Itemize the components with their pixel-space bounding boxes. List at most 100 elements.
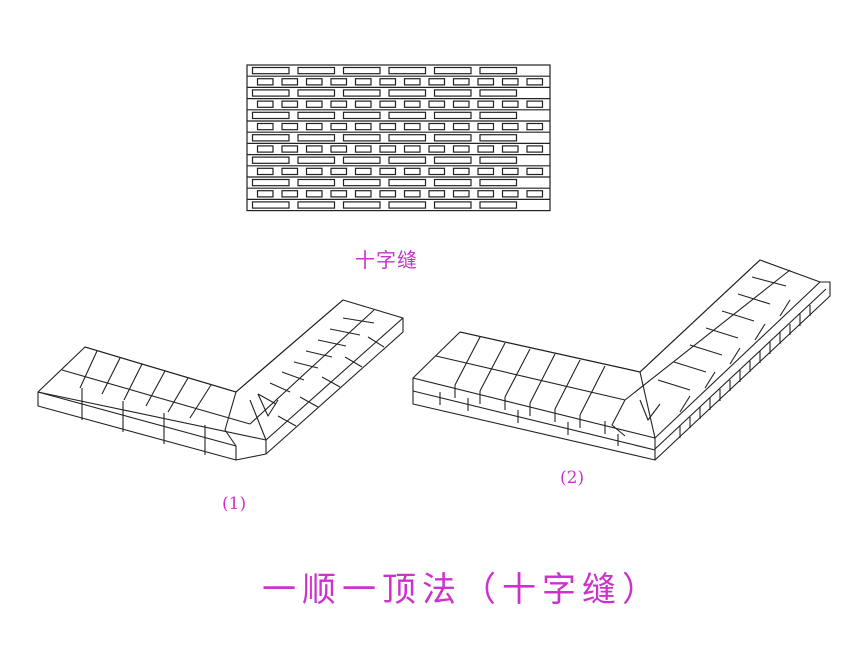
stretcher-brick (479, 89, 518, 97)
stretcher-brick (388, 156, 427, 164)
stretcher-brick (479, 156, 518, 164)
stretcher-brick (388, 201, 427, 209)
diagram-title: 一顺一顶法（十字缝） (262, 570, 662, 610)
header-brick (501, 145, 519, 153)
header-brick (281, 167, 299, 176)
header-brick (526, 122, 544, 131)
header-brick (428, 190, 446, 198)
header-brick (452, 167, 470, 176)
header-brick (526, 78, 544, 86)
stretcher-brick (297, 201, 336, 209)
header-brick (379, 100, 397, 108)
header-brick (305, 100, 323, 108)
header-brick (403, 122, 421, 131)
header-brick (428, 100, 446, 108)
header-brick (305, 145, 323, 153)
header-brick (452, 78, 470, 86)
stretcher-brick (479, 134, 518, 142)
header-brick (281, 145, 299, 153)
header-brick (477, 100, 495, 108)
stretcher-brick (388, 89, 427, 97)
header-brick (477, 78, 495, 86)
figure-1-caption: (1) (222, 494, 247, 514)
fig2-front-face (412, 378, 656, 461)
header-brick (452, 122, 470, 131)
elevation-caption: 十字缝 (355, 248, 418, 272)
stretcher-brick (388, 134, 427, 142)
header-brick (477, 145, 495, 153)
header-brick (354, 190, 372, 198)
stretcher-brick (433, 178, 472, 187)
header-brick (477, 190, 495, 198)
header-brick (330, 122, 348, 131)
stretcher-brick (251, 89, 290, 97)
header-brick (354, 78, 372, 86)
header-brick (330, 100, 348, 108)
header-brick (330, 167, 348, 176)
stretcher-brick (433, 201, 472, 209)
stretcher-brick (479, 201, 518, 209)
header-brick (379, 167, 397, 176)
header-brick (379, 78, 397, 86)
header-brick (256, 190, 274, 198)
fig1-side-face (235, 318, 404, 461)
header-brick (501, 100, 519, 108)
stretcher-brick (297, 111, 336, 120)
header-brick (330, 145, 348, 153)
header-brick (403, 145, 421, 153)
header-brick (379, 190, 397, 198)
header-brick (501, 190, 519, 198)
header-brick (281, 122, 299, 131)
stretcher-brick (479, 66, 518, 75)
fig2-side-face (654, 281, 831, 461)
header-brick (305, 167, 323, 176)
header-brick (256, 78, 274, 86)
header-brick (305, 190, 323, 198)
stretcher-brick (297, 134, 336, 142)
stretcher-brick (297, 66, 336, 75)
header-brick (452, 100, 470, 108)
header-brick (305, 122, 323, 131)
header-brick (428, 122, 446, 131)
stretcher-brick (342, 89, 381, 97)
header-brick (379, 145, 397, 153)
stretcher-brick (433, 156, 472, 164)
header-brick (330, 190, 348, 198)
header-brick (354, 167, 372, 176)
stretcher-brick (433, 66, 472, 75)
header-brick (501, 78, 519, 86)
stretcher-brick (388, 66, 427, 75)
figure-2-caption: (2) (560, 468, 585, 488)
header-brick (501, 122, 519, 131)
header-brick (526, 190, 544, 198)
stretcher-brick (251, 111, 290, 120)
stretcher-brick (297, 156, 336, 164)
stretcher-brick (479, 111, 518, 120)
elevation-outline (246, 64, 551, 212)
header-brick (403, 167, 421, 176)
header-brick (281, 190, 299, 198)
header-brick (256, 167, 274, 176)
header-brick (452, 145, 470, 153)
header-brick (477, 167, 495, 176)
stretcher-brick (251, 201, 290, 209)
header-brick (256, 145, 274, 153)
header-brick (428, 167, 446, 176)
header-brick (354, 122, 372, 131)
header-brick (526, 100, 544, 108)
header-brick (526, 145, 544, 153)
stretcher-brick (479, 178, 518, 187)
stretcher-brick (251, 156, 290, 164)
header-brick (256, 100, 274, 108)
header-brick (428, 78, 446, 86)
stretcher-brick (297, 89, 336, 97)
stretcher-brick (433, 111, 472, 120)
stretcher-brick (342, 156, 381, 164)
stretcher-brick (342, 66, 381, 75)
header-brick (526, 167, 544, 176)
header-brick (354, 145, 372, 153)
stretcher-brick (342, 111, 381, 120)
